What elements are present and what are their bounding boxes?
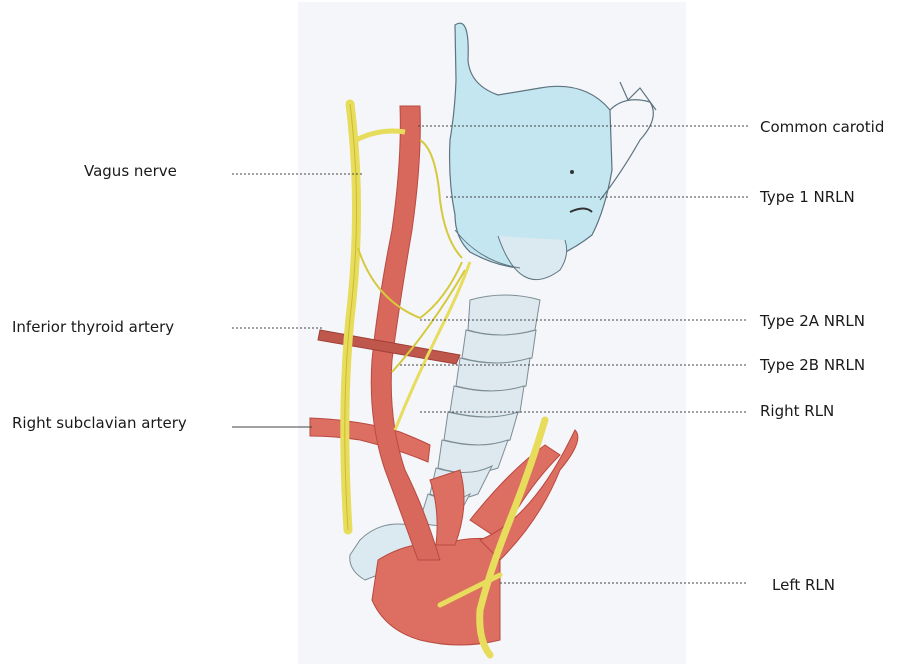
label-vagus-nerve: Vagus nerve	[84, 162, 177, 180]
label-left-rln: Left RLN	[772, 576, 835, 594]
label-type1-nrln: Type 1 NRLN	[760, 188, 855, 206]
label-type2a-nrln: Type 2A NRLN	[760, 312, 865, 330]
label-type2b-nrln: Type 2B NRLN	[760, 356, 865, 374]
label-right-rln: Right RLN	[760, 402, 834, 420]
label-common-carotid: Common carotid	[760, 118, 884, 136]
label-inferior-thyroid-artery: Inferior thyroid artery	[12, 318, 174, 336]
label-right-subclavian-artery: Right subclavian artery	[12, 414, 187, 432]
